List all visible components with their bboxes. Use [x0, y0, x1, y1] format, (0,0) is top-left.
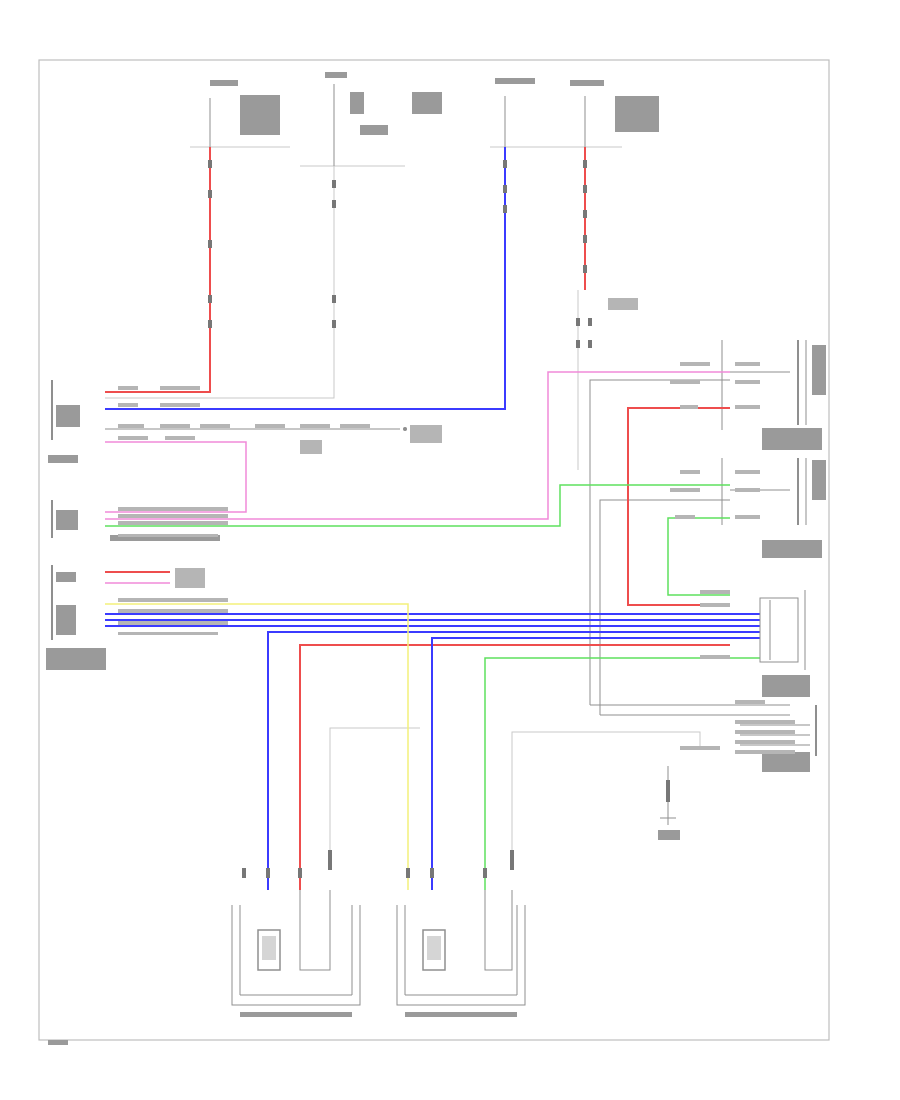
right-seat-motor-assembly [231, 890, 361, 1017]
red-wires [105, 147, 730, 890]
ground-symbol [660, 802, 676, 819]
pin-label-blocks [118, 386, 442, 635]
center-junction-box [759, 590, 806, 670]
diagram-border [38, 59, 830, 1041]
right-pin-label-blocks [608, 298, 795, 754]
right-connector-blocks [658, 340, 826, 840]
yellow-wires [105, 603, 409, 890]
left-seat-motor-assembly [396, 890, 526, 1017]
pink-wires [105, 371, 730, 584]
connector-markers [208, 160, 670, 878]
footer-code-mark [48, 1040, 68, 1045]
seat-control-switch-labels [46, 380, 220, 670]
top-fuse-sources [190, 72, 659, 167]
green-wires [105, 484, 760, 890]
blue-wires [105, 147, 760, 890]
